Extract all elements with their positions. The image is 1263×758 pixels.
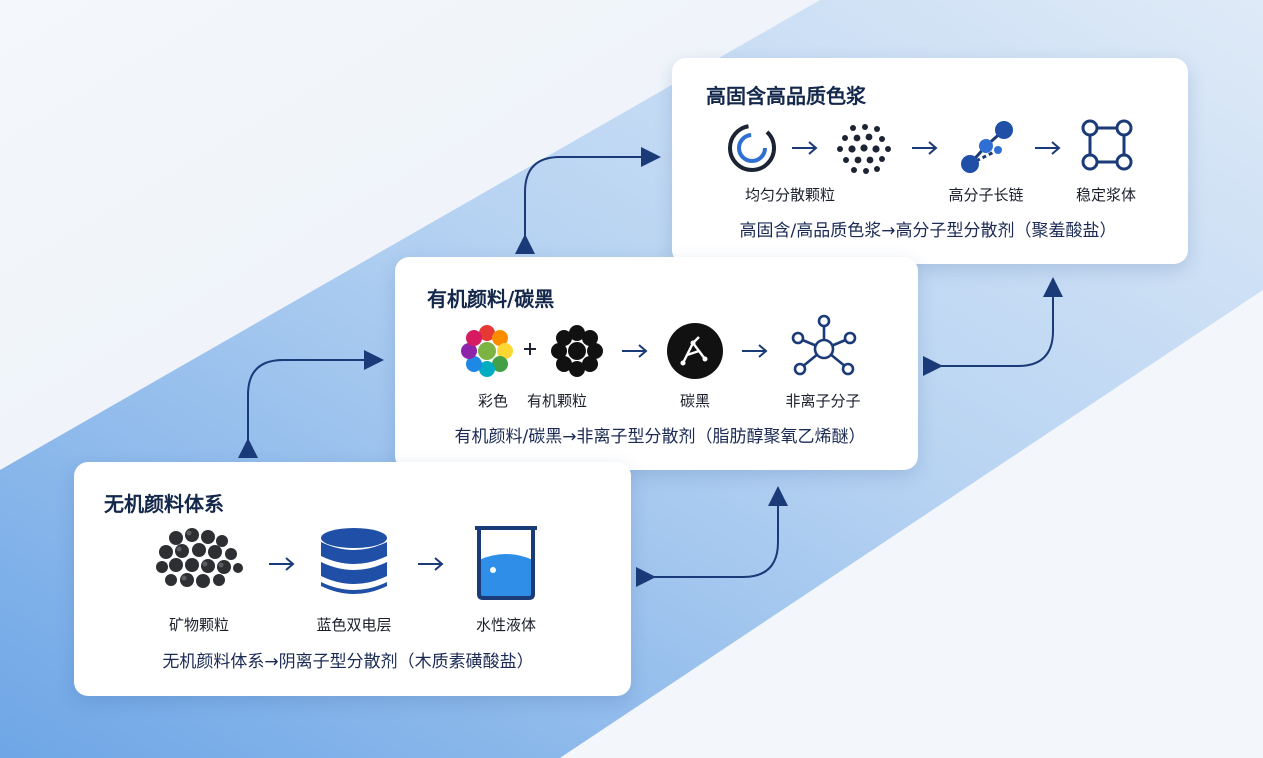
mineral-particles-icon bbox=[156, 528, 243, 588]
card-summary: 无机颜料体系→阴离子型分散剂（木质素磺酸盐） bbox=[162, 652, 534, 672]
polymer-chain-icon bbox=[961, 121, 1013, 173]
network-square-icon bbox=[1081, 119, 1133, 171]
step-label: 均匀分散颗粒 bbox=[744, 186, 836, 204]
arrow-right-icon bbox=[742, 344, 768, 358]
double-layer-stack-icon bbox=[321, 528, 387, 594]
card-title: 有机颜料/碳黑 bbox=[427, 287, 555, 311]
arrow-right-icon bbox=[912, 141, 938, 155]
card-inorganic-pigment: 无机颜料体系 矿物颗粒 蓝色双电层 水性液体 无机颜料体系→阴离子型分散剂（木质… bbox=[74, 462, 631, 696]
card-high-solid-paste: 高固含高品质色浆 bbox=[672, 58, 1188, 264]
card-title: 无机颜料体系 bbox=[104, 492, 224, 516]
step-label: 彩色 bbox=[477, 392, 509, 410]
step-label: 稳定浆体 bbox=[1075, 186, 1137, 204]
color-flower-icon bbox=[461, 325, 513, 377]
step-label: 蓝色双电层 bbox=[316, 616, 392, 634]
arrow-right-icon bbox=[622, 344, 648, 358]
beaker-icon bbox=[475, 526, 537, 600]
black-flower-icon bbox=[551, 325, 603, 377]
dispersed-ring-icon bbox=[728, 124, 776, 172]
arrow-right-icon bbox=[792, 141, 818, 155]
step-label: 水性液体 bbox=[475, 616, 537, 634]
step-label: 高分子长链 bbox=[948, 186, 1024, 204]
dot-cluster-icon bbox=[837, 124, 891, 174]
step-label: 有机颗粒 bbox=[526, 392, 588, 410]
step-label: 矿物颗粒 bbox=[168, 616, 230, 634]
plus-icon bbox=[524, 343, 536, 355]
carbon-black-icon bbox=[667, 323, 723, 379]
card-organic-pigment: 有机颜料/碳黑 bbox=[395, 257, 918, 470]
card-summary: 高固含/高品质色浆→高分子型分散剂（聚羞酸盐） bbox=[739, 221, 1117, 241]
step-label: 碳黑 bbox=[679, 392, 711, 410]
card-title: 高固含高品质色浆 bbox=[706, 84, 866, 108]
card-summary: 有机颜料/碳黑→非离子型分散剂（脂肪醇聚氧乙烯醚） bbox=[454, 427, 866, 447]
arrow-right-icon bbox=[269, 557, 295, 571]
step-label: 非离子分子 bbox=[785, 392, 861, 410]
nonionic-molecule-icon bbox=[791, 314, 857, 376]
arrow-right-icon bbox=[1035, 141, 1061, 155]
arrow-right-icon bbox=[418, 557, 444, 571]
